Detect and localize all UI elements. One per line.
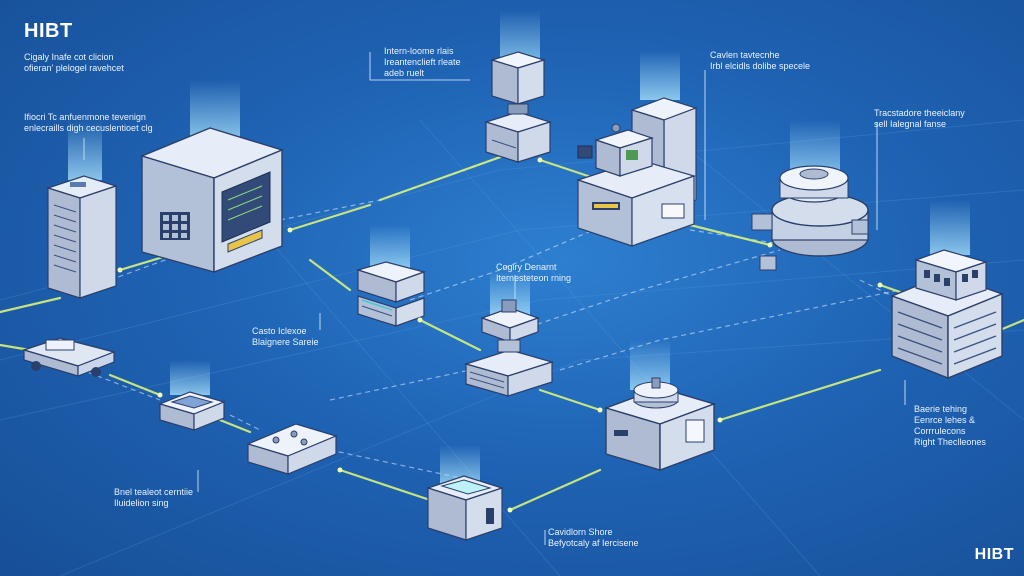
label-right-lower-line-2: Eenrce lehes & bbox=[914, 415, 976, 425]
vehicle-icon[interactable] bbox=[22, 337, 116, 377]
label-top-right: Cavlen tavtecnhe Irbl elcidls dolibe spe… bbox=[710, 50, 810, 72]
lab-machine-icon[interactable] bbox=[576, 97, 698, 247]
tray-box-icon[interactable] bbox=[158, 391, 226, 431]
label-center-line-2: Iternesteteon rning bbox=[496, 273, 572, 283]
label-top-right-line-1: Cavlen tavtecnhe bbox=[710, 50, 780, 60]
label-right-upper-line-1: Tracstadore theeiclany bbox=[874, 108, 965, 118]
turret-box-icon[interactable] bbox=[603, 377, 717, 472]
label-right-lower: Baerie tehing Eenrce lehes & Corrrulecon… bbox=[914, 404, 986, 448]
label-center-line-1: Cogiry Denarnt bbox=[496, 262, 557, 272]
label-left-upper: Ifiocri Tc anfuenmone tevenign enlecrail… bbox=[24, 112, 153, 134]
datacenter-building-icon[interactable] bbox=[890, 249, 1004, 380]
label-bottom-center-line-1: Cavidlorn Shore bbox=[548, 527, 613, 537]
label-bottom-left-line-1: Bnel tealeot cerntiie bbox=[114, 487, 194, 497]
label-intro-line-1: Cigaly Inafe cot clicion bbox=[24, 52, 114, 62]
stacked-hub-icon[interactable] bbox=[463, 299, 555, 397]
brand-logo-bottom: HIBT bbox=[974, 546, 1014, 563]
chip-block-icon[interactable] bbox=[426, 475, 504, 541]
label-bottom-left-line-2: Iluidelion sing bbox=[114, 498, 169, 508]
reactor-tank-icon[interactable] bbox=[751, 165, 869, 271]
label-intro-line-2: ofieran' plelogel ravehcet bbox=[24, 63, 124, 73]
label-left-middle-line-2: Blaignere Sareie bbox=[252, 337, 319, 347]
control-cabinet-icon[interactable] bbox=[139, 127, 285, 274]
label-bottom-center: Cavidlorn Shore Befyotcaly af Iercisene bbox=[548, 527, 639, 549]
label-right-lower-line-1: Baerie tehing bbox=[914, 404, 968, 414]
label-right-lower-line-4: Right Theclleones bbox=[914, 437, 986, 447]
server-rack-icon[interactable] bbox=[46, 175, 118, 299]
tower-node-icon[interactable] bbox=[483, 51, 553, 163]
leader-lines bbox=[83, 52, 906, 545]
label-left-middle-line-1: Casto Iclexoe bbox=[252, 326, 307, 336]
label-top-center-line-2: Ireantenclieft rleate bbox=[384, 57, 461, 67]
label-bottom-center-line-2: Befyotcaly af Iercisene bbox=[548, 538, 639, 548]
label-top-center-line-1: Intern-loome rlais bbox=[384, 46, 454, 56]
label-center: Cogiry Denarnt Iternesteteon rning bbox=[496, 262, 571, 284]
control-panel-icon[interactable] bbox=[246, 423, 338, 475]
label-left-upper-line-2: enlecraills digh cecuslentioet clg bbox=[24, 123, 153, 133]
label-left-middle: Casto Iclexoe Blaignere Sareie bbox=[252, 326, 319, 348]
router-module-icon[interactable] bbox=[355, 261, 427, 327]
label-left-upper-line-1: Ifiocri Tc anfuenmone tevenign bbox=[24, 112, 146, 122]
label-right-upper-line-2: sell Ialegnal fanse bbox=[874, 119, 947, 129]
label-intro: Cigaly Inafe cot clicion ofieran' plelog… bbox=[24, 52, 124, 74]
brand-logo-top: HIBT bbox=[24, 20, 73, 42]
link-nodes bbox=[117, 157, 883, 513]
label-top-right-line-2: Irbl elcidls dolibe specele bbox=[710, 61, 811, 71]
label-bottom-left: Bnel tealeot cerntiie Iluidelion sing bbox=[114, 487, 193, 509]
label-top-center-line-3: adeb ruelt bbox=[384, 68, 425, 78]
label-top-center: Intern-loome rlais Ireantenclieft rleate… bbox=[384, 46, 461, 79]
label-right-upper: Tracstadore theeiclany sell Ialegnal fan… bbox=[874, 108, 965, 130]
label-right-lower-line-3: Corrrulecons bbox=[914, 426, 966, 436]
